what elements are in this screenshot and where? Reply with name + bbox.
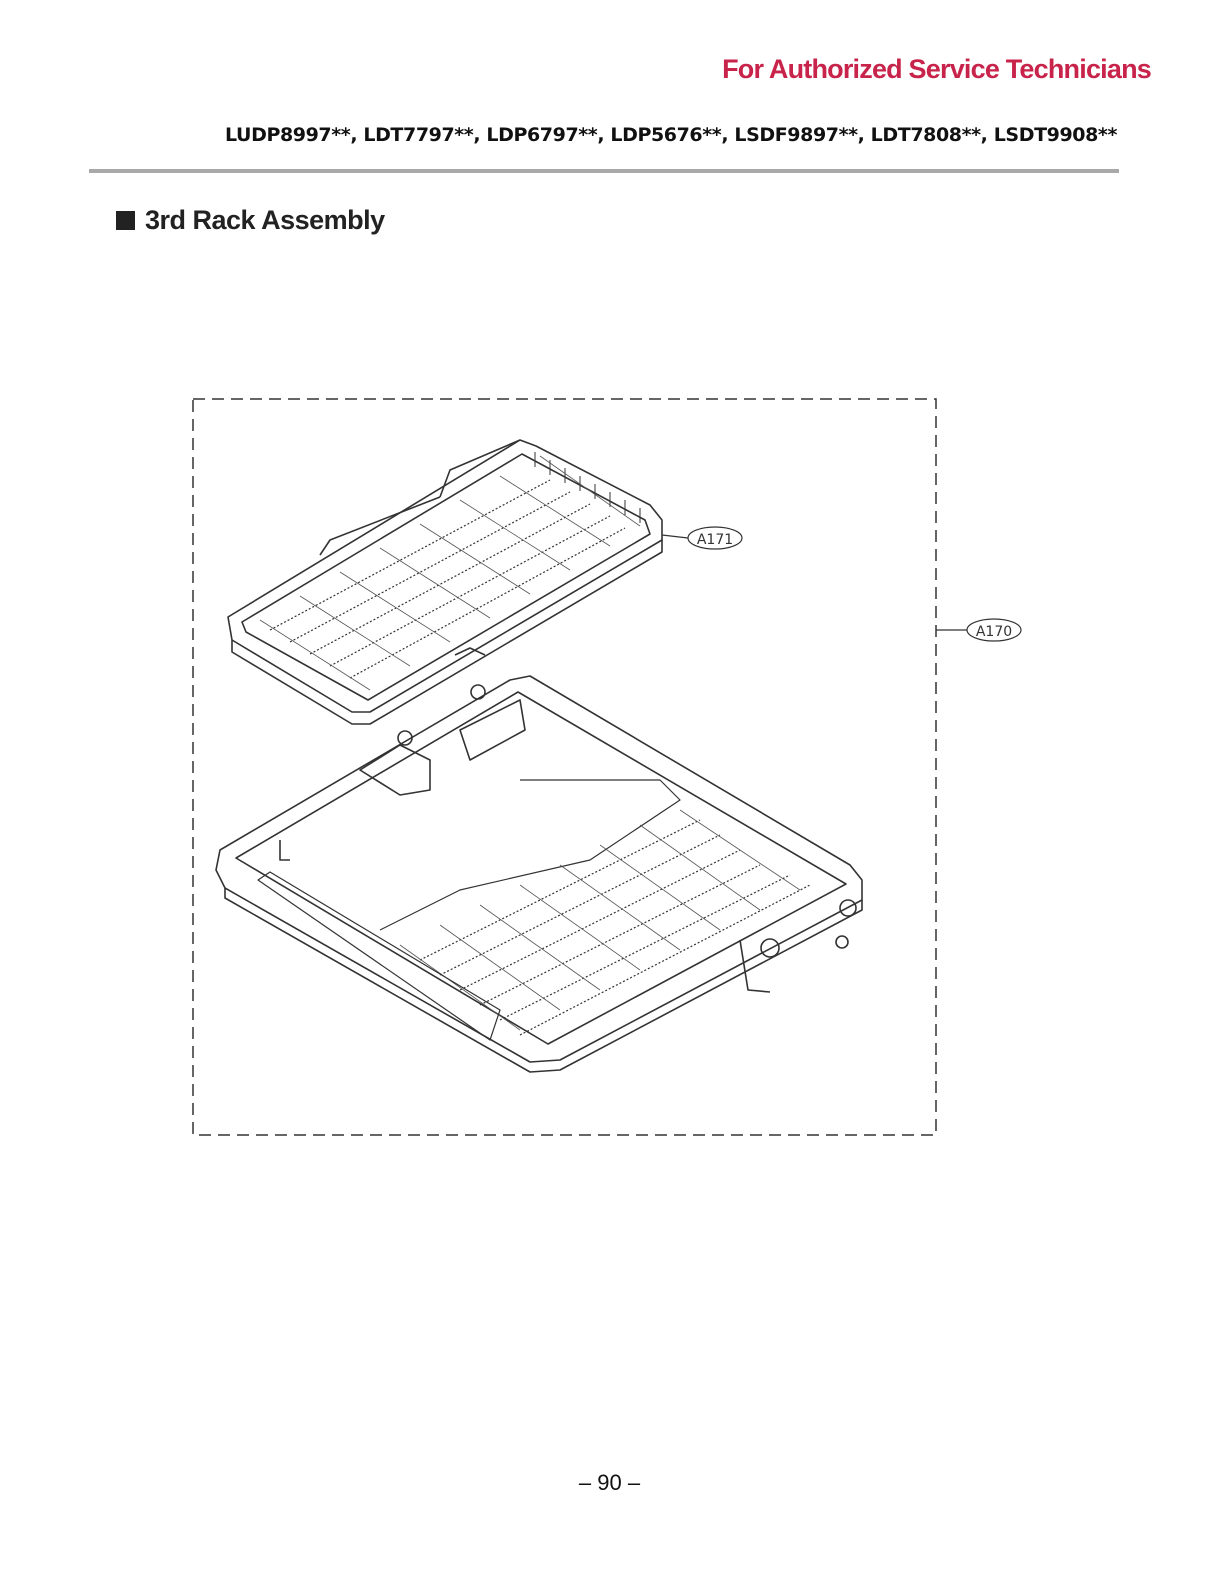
callout-a171-label: A171: [697, 532, 733, 548]
page-number: – 90 –: [0, 1470, 1219, 1496]
callout-a170: A170: [936, 619, 1021, 641]
lower-frame-illustration: [216, 676, 862, 1072]
upper-tray-illustration: [228, 440, 662, 724]
assembly-boundary: [193, 399, 936, 1135]
callout-a171: A171: [662, 527, 742, 549]
callout-a170-label: A170: [976, 624, 1012, 640]
